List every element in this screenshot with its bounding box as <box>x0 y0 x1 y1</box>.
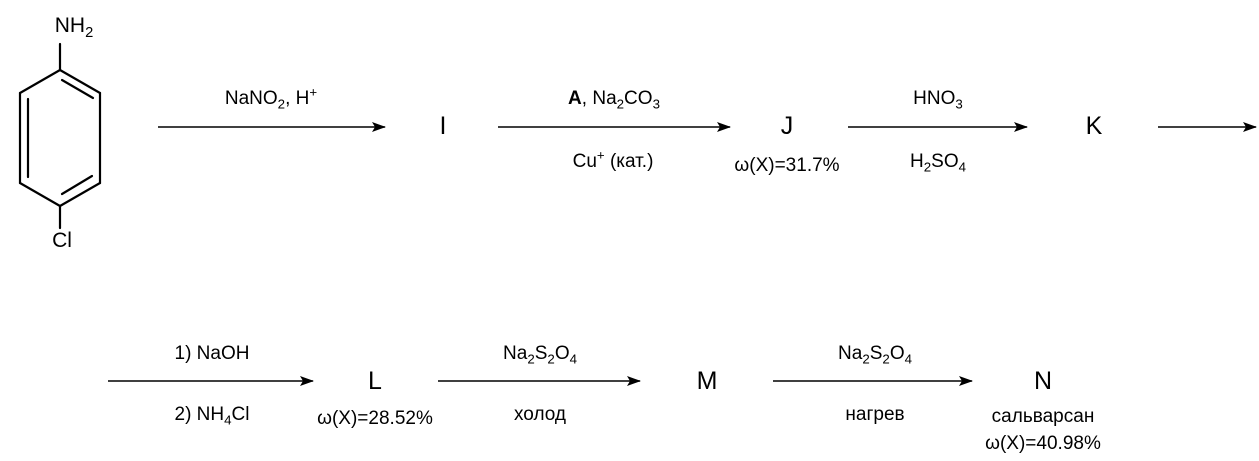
arrow-3-reagent-below: H2SO4 <box>909 151 967 175</box>
compound-n-name: сальварсан <box>991 406 1095 427</box>
arrow-3-reagent-above: HNO3 <box>913 88 963 112</box>
arrow-2-reagents-rest: , Na2CO3 <box>581 88 660 112</box>
reagent-a: A <box>568 88 582 109</box>
arrow-2-catalyst: Cu+ (кат.) <box>572 147 654 172</box>
compound-n-mass-fraction: ω(X)=40.98% <box>985 433 1101 454</box>
arrow-7-reagent: Na2S2O4 <box>838 343 912 367</box>
compound-j: J <box>780 112 794 140</box>
arrow-6-condition: холод <box>514 404 566 425</box>
compound-i: I <box>439 112 447 140</box>
arrow-2-reagents: A, Na2CO3 <box>568 88 660 112</box>
arrow-1-reagents: NaNO2, H+ <box>224 84 318 112</box>
compound-l-mass-fraction: ω(X)=28.52% <box>317 408 433 429</box>
compound-n: N <box>1033 367 1053 395</box>
compound-m: M <box>696 367 718 395</box>
chloro-group-label: Cl <box>52 229 72 252</box>
arrow-6-reagent: Na2S2O4 <box>503 343 577 367</box>
compound-k: K <box>1085 112 1103 140</box>
amino-group-label: NH2 <box>54 14 94 42</box>
compound-j-mass-fraction: ω(X)=31.7% <box>734 155 840 176</box>
arrow-7-condition: нагрев <box>845 404 905 425</box>
compound-l: L <box>368 367 382 395</box>
benzene-ring <box>18 42 102 230</box>
arrow-5-step-1: 1) NaOH <box>174 343 250 364</box>
arrow-5-step-2: 2) NH4Cl <box>174 404 250 428</box>
